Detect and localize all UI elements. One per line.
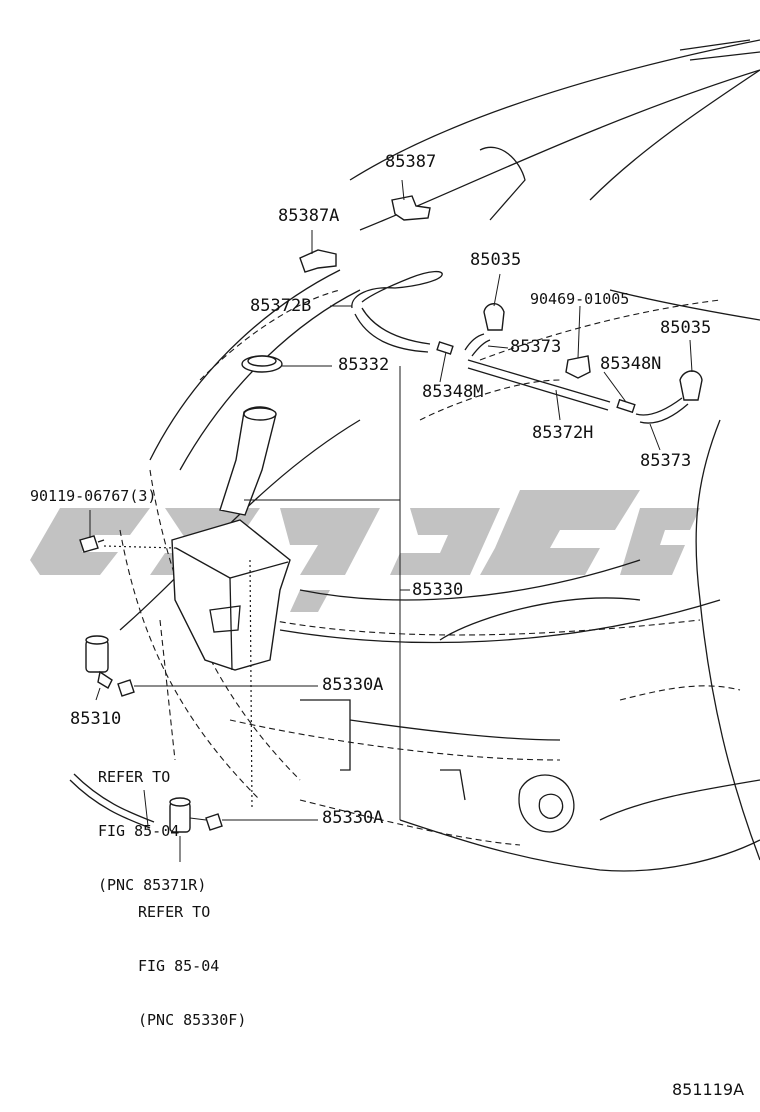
label-85310: 85310 [70, 709, 122, 729]
pump-85310 [85, 635, 113, 689]
cap-85332 [241, 355, 283, 373]
label-85372H: 85372H [532, 423, 594, 443]
label-85387A: 85387A [278, 206, 340, 226]
label-85332: 85332 [338, 355, 390, 375]
connector-85348M [436, 341, 454, 355]
nozzle-85035-left [483, 303, 505, 331]
nozzle-85387A [299, 249, 337, 273]
label-85373-left: 85373 [510, 337, 562, 357]
nozzle-85387 [391, 195, 431, 221]
grommet-85330A-upper [117, 679, 135, 697]
label-85372B: 85372B [250, 296, 312, 316]
watermark-logo [30, 490, 700, 612]
refer-note-85330F: REFER TO FIG 85-04 (PNC 85330F) [138, 867, 246, 1047]
label-85330A-upper: 85330A [322, 675, 384, 695]
vehicle-outline [119, 39, 760, 872]
label-85035-right: 85035 [660, 318, 712, 338]
refer-note-85371R: REFER TO FIG 85-04 (PNC 85371R) [98, 732, 206, 912]
refer-note-line: FIG 85-04 [98, 822, 180, 840]
hose-85372H [467, 359, 611, 411]
hose-85372B [351, 270, 443, 353]
label-85330A-lower: 85330A [322, 808, 384, 828]
refer-note-line: REFER TO [138, 903, 211, 921]
hose-85373-left [464, 333, 491, 357]
refer-note-line: (PNC 85371R) [98, 876, 207, 894]
label-85348N: 85348N [600, 354, 662, 374]
refer-note-line: FIG 85-04 [138, 957, 220, 975]
label-90119-06767: 90119-06767(3) [30, 487, 157, 505]
connector-85348N [616, 398, 636, 414]
label-85035-left: 85035 [470, 250, 522, 270]
label-85330: 85330 [412, 580, 464, 600]
refer-note-line: (PNC 85330F) [138, 1011, 247, 1029]
refer-note-line: REFER TO [98, 768, 171, 786]
label-85348M: 85348M [422, 382, 484, 402]
hose-85373-right [635, 397, 689, 424]
label-90469-01005: 90469-01005 [530, 290, 630, 308]
grommet-85330A-lower [205, 813, 223, 831]
pump-85330F [169, 797, 191, 833]
leader-lines [89, 179, 693, 862]
nozzle-85035-right [679, 370, 703, 401]
clip-90469 [565, 355, 591, 379]
tank-85330 [171, 406, 291, 671]
figure-id: 851119A [672, 1080, 745, 1099]
label-85373-right: 85373 [640, 451, 692, 471]
label-85387: 85387 [385, 152, 437, 172]
bolt-90119 [79, 535, 105, 553]
